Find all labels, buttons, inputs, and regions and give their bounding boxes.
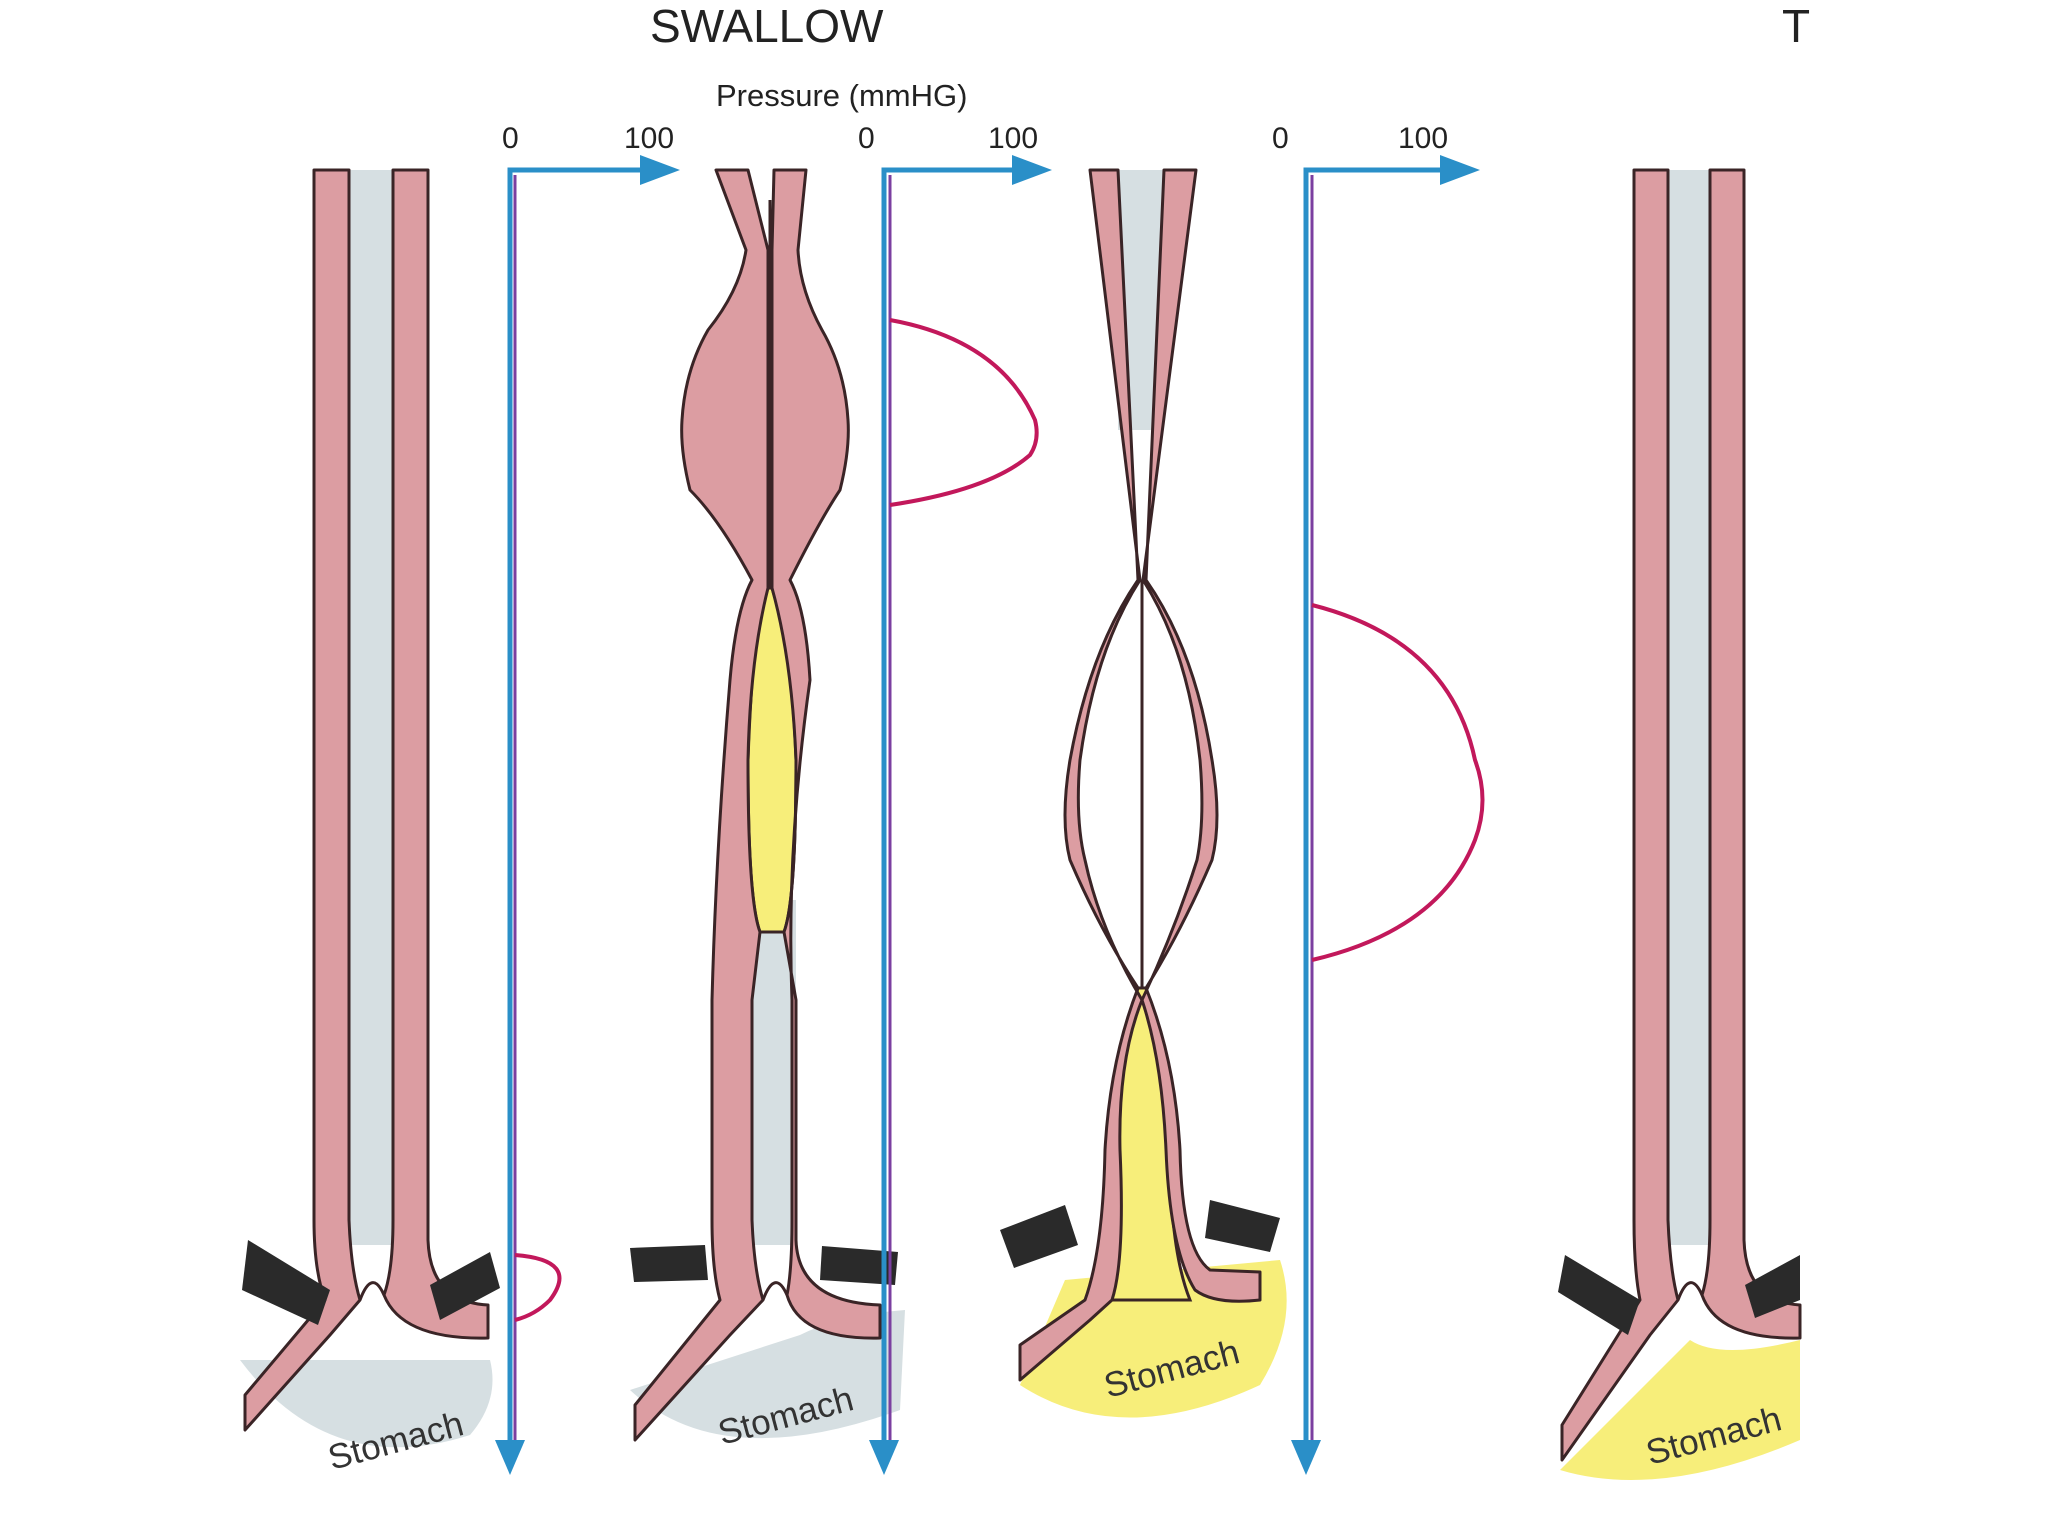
- esophagus-left-wall: [245, 170, 360, 1430]
- pressure-axis: [1306, 170, 1440, 1450]
- arrow-head-right: [1440, 155, 1480, 185]
- tick-zero: 0: [1272, 122, 1289, 155]
- panel-3: Stomach: [1000, 170, 1287, 1418]
- les-closure: [763, 1283, 787, 1300]
- sphincter-band-left: [1558, 1255, 1640, 1335]
- arrow-head-right: [1012, 155, 1052, 185]
- panel-1: Stomach: [240, 170, 500, 1478]
- tick-hundred: 100: [624, 122, 674, 155]
- arrow-head-down: [495, 1440, 525, 1475]
- tick-hundred: 100: [988, 122, 1038, 155]
- diagram-title: SWALLOW: [650, 0, 884, 52]
- esophagus-right-wall: [1702, 170, 1800, 1338]
- les-closure: [360, 1283, 384, 1300]
- esophageal-lumen: [349, 170, 393, 1245]
- esophagus-right-wall: [384, 170, 488, 1338]
- tick-zero: 0: [502, 122, 519, 155]
- tick-hundred: 100: [1398, 122, 1448, 155]
- pressure-trace: [1312, 605, 1483, 960]
- panel-2: Stomach: [630, 170, 905, 1453]
- esophageal-lumen: [1668, 170, 1710, 1245]
- les-closure: [1678, 1283, 1702, 1300]
- sphincter-band-left: [1000, 1205, 1078, 1268]
- pressure-plot-3: 0 100: [1272, 122, 1483, 1475]
- arrow-head-right: [640, 155, 680, 185]
- pressure-trace: [890, 320, 1037, 505]
- panel-4: Stomach: [1558, 170, 1800, 1480]
- clipped-title: T: [1782, 0, 1810, 52]
- pressure-trace: [515, 1255, 559, 1320]
- arrow-head-down: [1291, 1440, 1321, 1475]
- tick-zero: 0: [858, 122, 875, 155]
- sphincter-band-right: [1205, 1200, 1280, 1252]
- pressure-axis-title: Pressure (mmHG): [716, 78, 967, 113]
- sphincter-band-left: [630, 1245, 708, 1282]
- arrow-head-down: [869, 1440, 899, 1475]
